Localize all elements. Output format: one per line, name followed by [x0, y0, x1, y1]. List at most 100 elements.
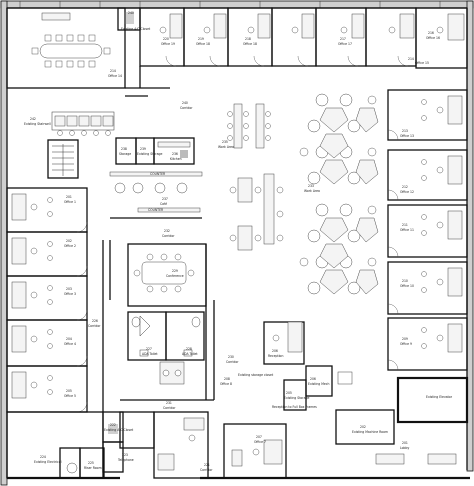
room-218-num: 218	[245, 37, 251, 41]
room-240a-name: Existing A/C Closet	[121, 27, 151, 31]
room-206b-num: 206	[310, 377, 316, 381]
room-209-name: Office 9	[400, 342, 412, 346]
room-225-num: 225	[88, 461, 94, 465]
room-220-name: Office 19	[161, 42, 175, 46]
room-242-num: 242	[30, 117, 36, 121]
room-235-name: Work Area	[218, 145, 234, 149]
room-206-name: Reception	[268, 354, 283, 358]
room-205-name: Office 5	[64, 394, 76, 398]
room-207-num: 207	[256, 435, 262, 439]
room-237-num: 237	[162, 197, 168, 201]
room-232-num: 232	[164, 229, 170, 233]
room-206-num: 206	[272, 349, 278, 353]
room-228-num: 228	[186, 347, 192, 351]
room-208-name: Office 8	[220, 382, 232, 386]
lobby-elevator: Existing Elevator 201 Lobby	[375, 376, 469, 465]
work-area-233: 233 Work Area	[299, 93, 379, 295]
reception-note: Reception to Full Box Frames	[272, 405, 317, 409]
room-201b-name: Lobby	[400, 446, 409, 450]
room-211-num: 211	[402, 223, 408, 227]
room-219-num: 219	[198, 37, 204, 41]
elevator-name: Existing Elevator	[426, 395, 453, 399]
room-239-num: 239	[140, 147, 146, 151]
room-233-num: 233	[308, 184, 314, 188]
room-223-num: 223	[122, 453, 128, 457]
room-203-name: Office 3	[64, 292, 76, 296]
room-216-name: Office 16	[426, 36, 440, 40]
room-209-num: 209	[402, 337, 408, 341]
room-225-name: Riser Room	[84, 466, 102, 470]
storage-kitchen: 238 Storage 239 Existing Storage 236 Kit…	[115, 137, 195, 165]
room-201-name: Office 1	[64, 200, 76, 204]
room-230-name: Corridor	[226, 360, 239, 364]
cafe: COUNTER 237 Café COUNTER 232 Corridor	[109, 171, 203, 238]
room-226-name: Corridor	[88, 324, 101, 328]
room-219-name: Office 18	[196, 42, 210, 46]
conference-table	[39, 43, 103, 59]
room-202-name: Office 2	[64, 244, 76, 248]
room-236-name: Kitchen	[170, 157, 182, 161]
bottom-offices: 207 Office 7 202 Existing Machine Room 2…	[220, 377, 395, 479]
room-239-name: Existing Storage	[137, 152, 162, 156]
room-229-name: Conference	[166, 274, 184, 278]
reception-zone: 206 Reception Existing storage closet 20…	[238, 321, 353, 411]
room-227-num: 227	[146, 347, 152, 351]
room-216-num: 216	[428, 31, 434, 35]
room-204-name: Office 4	[64, 342, 76, 346]
room-211-name: Office 11	[400, 228, 414, 232]
room-208-num: 208	[224, 377, 230, 381]
room-201b-num: 201	[402, 441, 408, 445]
counter-label-1: COUNTER	[150, 172, 166, 176]
room-231-num: 231	[166, 401, 172, 405]
room-242-name: Existing Stairwell	[24, 122, 51, 126]
room-213-name: Office 13	[400, 134, 414, 138]
room-212-num: 212	[402, 185, 408, 189]
room-241-name: Office 14	[108, 74, 122, 78]
left-offices: 201 Office 1 202 Office 2 203 Office 3 2…	[6, 187, 88, 413]
room-214-name: Office 15	[415, 61, 429, 65]
room-231-name: Corridor	[163, 406, 176, 410]
room-240c-name: Corridor	[180, 106, 193, 110]
room-224-name: Existing Electrical	[34, 460, 62, 464]
room-206b-name: Existing Mech	[308, 382, 330, 386]
ada-toilets: 227 ADA Toilet 228 ADA Toilet	[127, 311, 205, 385]
room-213-num: 213	[402, 129, 408, 133]
room-221-num: 221	[204, 463, 210, 467]
room-238-num: 238	[121, 147, 127, 151]
room-241-num: 214	[110, 69, 116, 73]
room-210-name: Office 10	[400, 284, 414, 288]
left-workstations	[51, 111, 115, 136]
room-229-num: 229	[172, 269, 178, 273]
top-band: 214 Office 14 240 Existing A/C Closet	[6, 7, 468, 89]
room-202-num: 202	[66, 239, 72, 243]
room-235-num: 235	[222, 140, 228, 144]
room-240a-num: 240	[128, 11, 134, 15]
room-204-num: 204	[66, 337, 72, 341]
storage-note: Existing storage closet	[238, 373, 274, 377]
room-223-name: Telephone	[117, 458, 134, 462]
room-228-name: ADA Toilet	[182, 352, 198, 356]
room-210-num: 210	[402, 279, 408, 283]
room-241-outline	[6, 7, 126, 89]
room-222-num: 222	[110, 423, 116, 427]
room-202b-num: 202	[360, 425, 366, 429]
room-226-num: 226	[92, 319, 98, 323]
bottom-left-rooms: 224 Existing Electrical 225 Riser Room 2…	[6, 411, 213, 479]
room-221-name: Corridor	[200, 468, 213, 472]
room-218-name: Office 18	[243, 42, 257, 46]
room-222-name: Existing A/C Closet	[104, 428, 134, 432]
work-area-235: 235 Work Area	[218, 103, 284, 251]
room-220-num: 220	[163, 37, 169, 41]
right-offices: 213 Office 13 212 Office 12 211 Office 1…	[387, 89, 468, 371]
room-227-name: ADA Toilet	[142, 352, 158, 356]
room-217-name: Office 17	[338, 42, 352, 46]
room-205b-num: 205	[286, 391, 292, 395]
room-201-num: 201	[66, 195, 72, 199]
room-205b-name: Existing Storage	[284, 396, 309, 400]
room-205-num: 205	[66, 389, 72, 393]
room-232-name: Corridor	[162, 234, 175, 238]
room-233-name: Work Area	[304, 189, 320, 193]
room-203-num: 203	[66, 287, 72, 291]
